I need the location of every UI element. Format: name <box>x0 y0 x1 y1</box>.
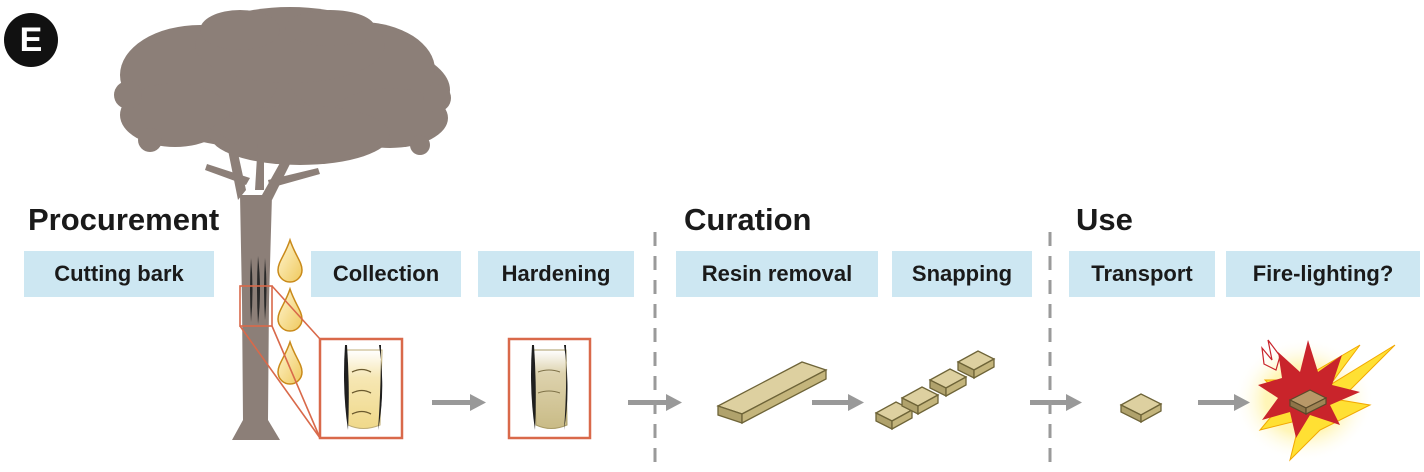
step-transport: Transport <box>1069 251 1215 297</box>
step-snapping: Snapping <box>892 251 1032 297</box>
zoom-callout <box>239 285 321 439</box>
section-title-use: Use <box>1076 202 1133 237</box>
bark-cut-marks <box>250 256 267 324</box>
arrow-hardening-to-removal <box>628 394 682 411</box>
arrow-removal-to-snapping <box>812 394 864 411</box>
section-title-procurement: Procurement <box>28 202 220 237</box>
step-resin-removal: Resin removal <box>676 251 878 297</box>
collection-inset <box>318 337 404 440</box>
section-title-curation: Curation <box>684 202 812 237</box>
step-fire-lighting: Fire-lighting? <box>1226 251 1420 297</box>
arrow-transport-to-fire <box>1198 394 1250 411</box>
step-collection: Collection <box>311 251 461 297</box>
step-hardening: Hardening <box>478 251 634 297</box>
tree-icon <box>114 7 451 440</box>
section-divider <box>653 232 1052 472</box>
resin-chunk-icon <box>1119 393 1163 424</box>
step-cutting-bark: Cutting bark <box>24 251 214 297</box>
hardening-inset <box>507 337 592 440</box>
arrow-collection-to-hardening <box>432 394 486 411</box>
resin-strip-icon <box>716 361 828 425</box>
resin-pieces-icon <box>874 350 996 431</box>
resin-drop-icon <box>277 237 303 385</box>
arrow-snapping-to-transport <box>1030 394 1082 411</box>
fire-icon <box>1234 338 1396 462</box>
panel-label: E <box>4 13 58 67</box>
